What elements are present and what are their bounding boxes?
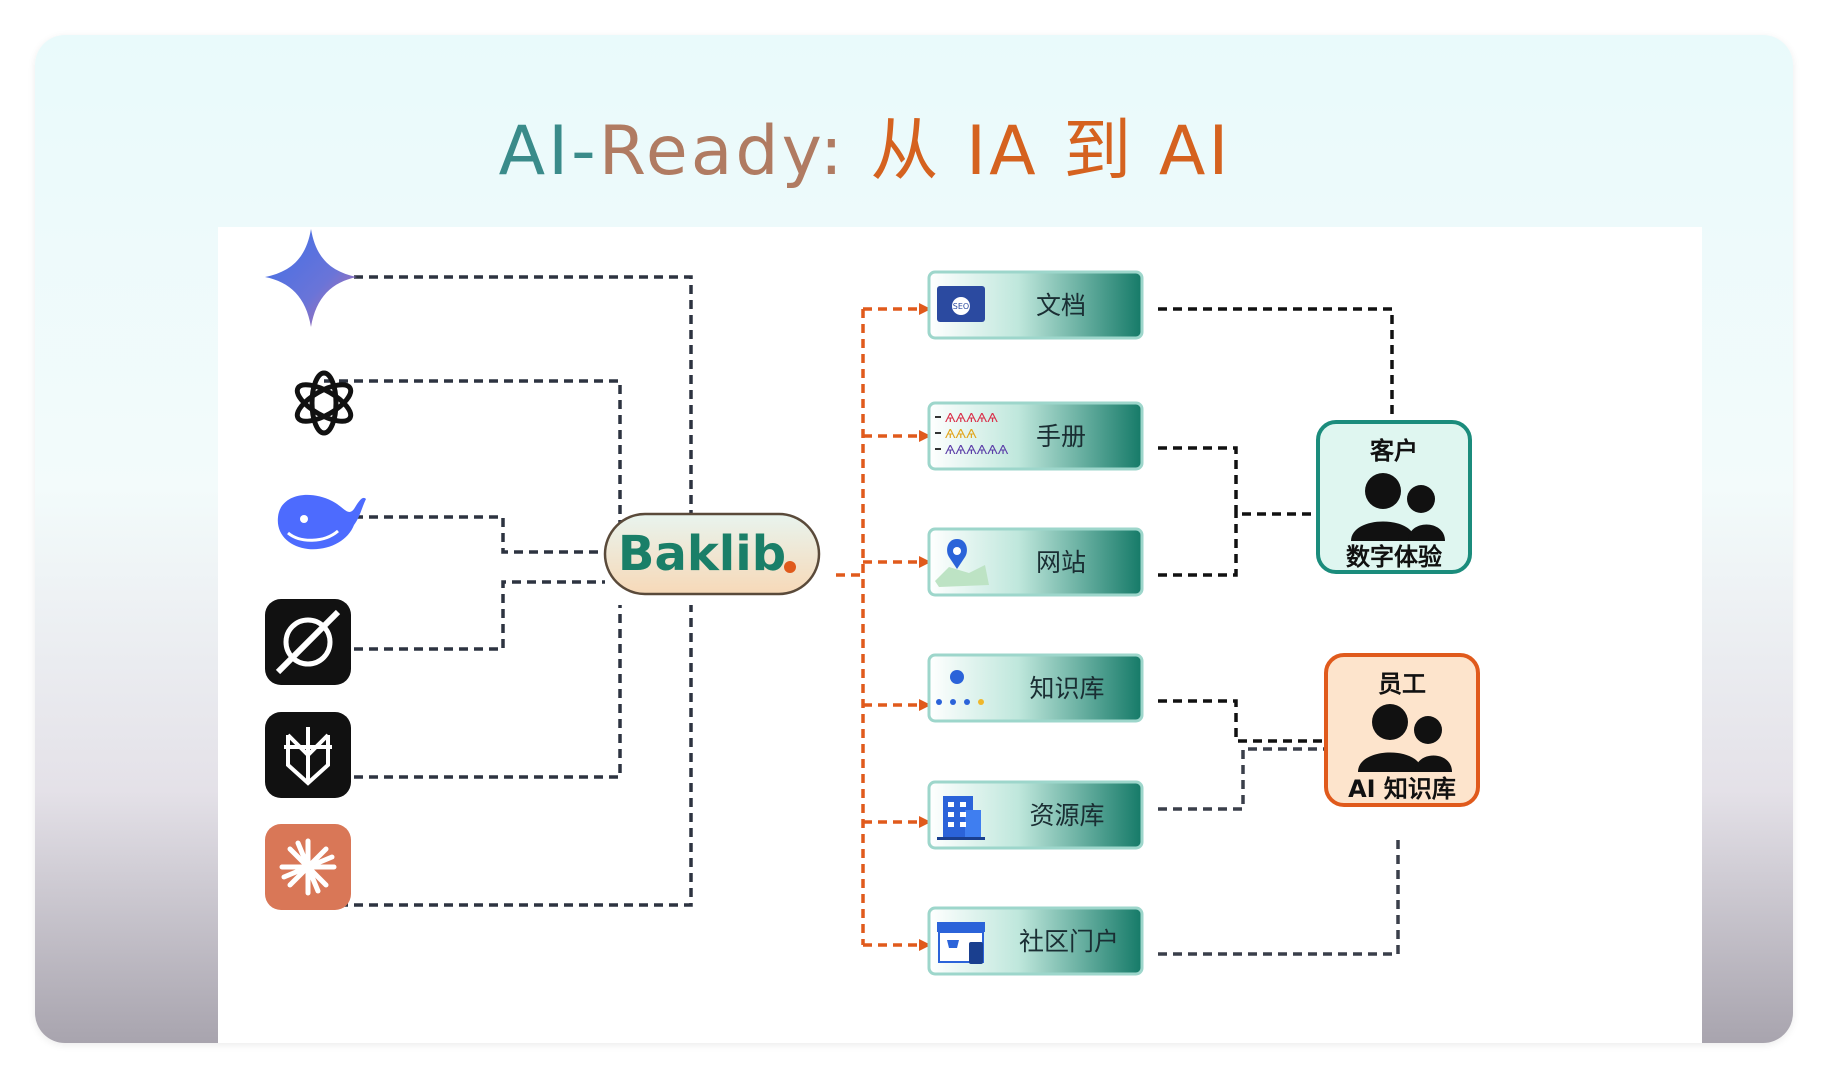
connector-claude [324,605,693,907]
customer-title: 客户 [1370,437,1418,465]
gemini-sparkle-icon [265,229,357,327]
service-label: 文档 [1036,291,1086,320]
connector-grok [324,580,605,651]
svg-text:ѦѦѦѦѦ: ѦѦѦѦѦ [945,411,998,425]
hub-dot [784,561,796,573]
employee-subtitle: AI 知识库 [1348,775,1456,803]
group-customer[interactable]: 客户 数字体验 [1316,420,1472,574]
deepseek-whale-icon [277,494,366,550]
perplexity-icon [265,712,351,798]
baklib-hub[interactable]: Baklib [603,512,821,596]
title-part-rest: 从 IA 到 AI [845,112,1232,191]
building-icon [937,796,985,840]
resources-to-employee [1158,747,1326,811]
connector-deepseek [324,515,605,554]
svg-text:SEO: SEO [953,302,969,311]
map-pin-icon [935,539,989,587]
service-label: 网站 [1036,548,1086,577]
svg-text:ѦѦѦ: ѦѦѦ [945,427,977,441]
kb-to-employee [1158,699,1326,743]
group-employee[interactable]: 员工 AI 知识库 [1324,653,1480,807]
customer-subtitle: 数字体验 [1346,543,1442,571]
service-website[interactable]: 网站 [927,527,1144,597]
title-part-ai: AI- [498,112,599,191]
service-label: 知识库 [1029,674,1104,703]
storefront-icon [937,922,985,964]
group-connectors [1158,307,1400,956]
svg-text:ѦѦѦѦѦѦ: ѦѦѦѦѦѦ [945,443,1009,457]
connector-gemini [324,275,693,552]
docs-to-customer [1158,307,1394,422]
people-rows-icon: ѦѦѦѦѦ ѦѦѦ ѦѦѦѦѦѦ [935,411,1009,457]
manual-to-customer [1158,446,1318,516]
seo-screen-icon: SEO [937,286,985,322]
service-label: 社区门户 [1019,927,1119,956]
grok-slash-icon [265,599,351,685]
service-resources[interactable]: 资源库 [927,780,1144,850]
employee-people-icon [1358,704,1452,772]
diagram-svg: Baklib SEO 文档 ѦѦѦѦѦ ѦѦѦ ѦѦѦѦ [265,229,1480,976]
dots-network-icon [936,670,984,705]
website-to-customer [1158,514,1238,577]
diagram-canvas: Baklib SEO 文档 ѦѦѦѦѦ ѦѦѦ ѦѦѦѦ [218,227,1702,1043]
left-connectors [324,275,693,907]
service-docs[interactable]: SEO 文档 [927,270,1144,340]
service-manual[interactable]: ѦѦѦѦѦ ѦѦѦ ѦѦѦѦѦѦ 手册 [927,401,1144,471]
employee-title: 员工 [1378,670,1426,698]
service-label: 资源库 [1029,801,1104,830]
slide: AI-Ready: 从 IA 到 AI [35,35,1793,1043]
community-to-employee [1158,834,1400,956]
claude-burst-icon [265,824,351,910]
connector-perplexity [324,605,622,779]
service-label: 手册 [1036,422,1086,451]
customer-people-icon [1351,473,1445,541]
service-community[interactable]: 社区门户 [927,906,1144,976]
service-connectors [836,303,931,951]
hub-label: Baklib [618,526,786,582]
connector-openai [324,379,622,552]
title-part-ready: Ready: [598,112,846,191]
page-title: AI-Ready: 从 IA 到 AI [35,95,1695,194]
service-kb[interactable]: 知识库 [927,653,1144,723]
